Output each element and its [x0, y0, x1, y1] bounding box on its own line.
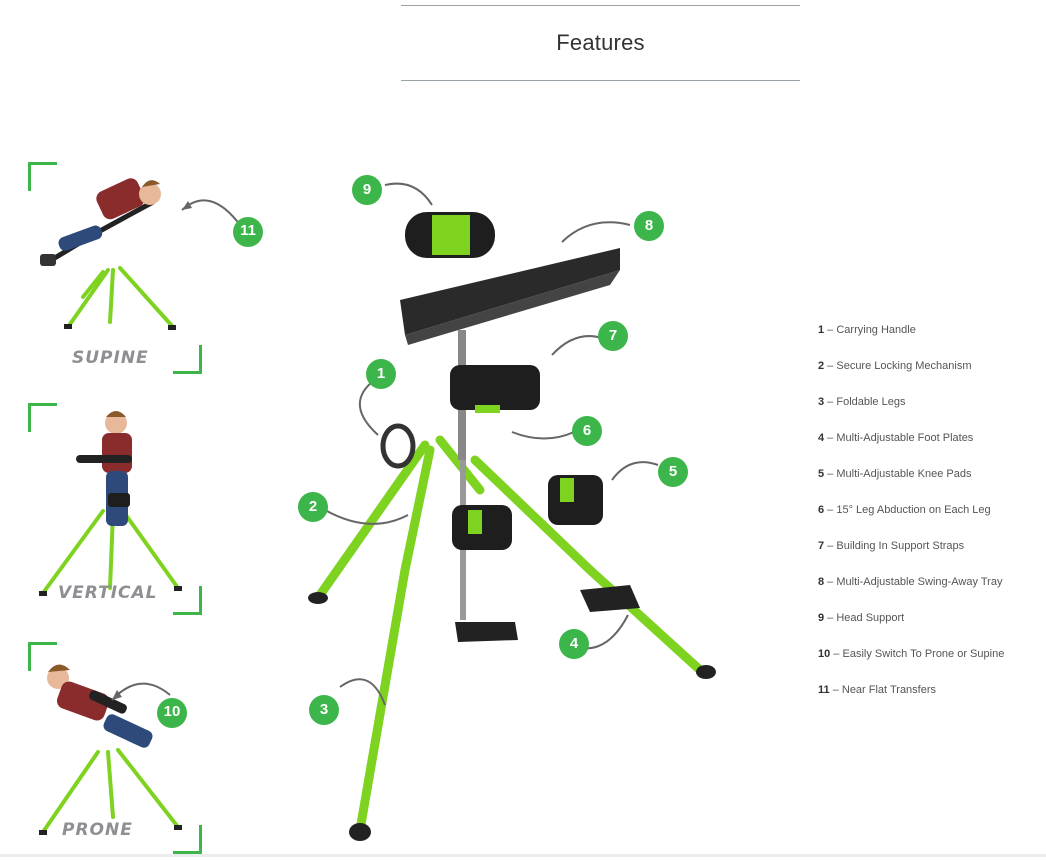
legend-number: 2	[818, 360, 825, 372]
legend-item: 9 – Head Support	[818, 612, 905, 624]
legend-text: Secure Locking Mechanism	[836, 360, 972, 372]
callout-badge-9: 9	[362, 181, 372, 198]
frame-corner	[28, 162, 57, 191]
frame-corner	[173, 586, 202, 615]
legend-text: 15° Leg Abduction on Each Leg	[836, 504, 991, 516]
legend-text: Multi-Adjustable Knee Pads	[836, 468, 972, 480]
legend-text: Multi-Adjustable Swing-Away Tray	[836, 576, 1003, 588]
pose-panel-vertical: VERTICAL	[28, 403, 202, 615]
pose-panel-supine: SUPINE	[28, 162, 202, 374]
legend-number: 6	[818, 504, 825, 516]
prone-illustration	[39, 664, 182, 835]
legend-number: 7	[818, 540, 825, 552]
callout-badge-11: 11	[240, 222, 256, 239]
legend-item: 6 – 15° Leg Abduction on Each Leg	[818, 504, 991, 516]
feature-legend: 1 – Carrying Handle 2 – Secure Locking M…	[818, 322, 1004, 718]
legend-item: 5 – Multi-Adjustable Knee Pads	[818, 468, 972, 480]
frame-corner	[28, 403, 57, 432]
frame-corner	[173, 825, 202, 854]
callout-badge-4: 4	[569, 635, 579, 652]
pose-label-vertical: VERTICAL	[58, 583, 158, 603]
legend-text: Easily Switch To Prone or Supine	[842, 648, 1005, 660]
vertical-illustration	[39, 411, 182, 596]
legend-text: Near Flat Transfers	[841, 684, 937, 696]
callout-badge-2: 2	[308, 498, 318, 515]
pose-label-prone: PRONE	[62, 820, 133, 840]
legend-text: Head Support	[836, 612, 905, 624]
title-rule-bottom	[401, 80, 800, 81]
legend-item: 11 – Near Flat Transfers	[818, 684, 937, 696]
legend-number: 1	[818, 324, 825, 336]
callout-11-arrow	[181, 199, 263, 247]
title-rule-top	[401, 5, 800, 6]
legend-item: 3 – Foldable Legs	[818, 396, 906, 408]
legend-item: 1 – Carrying Handle	[818, 324, 916, 336]
bottom-divider	[0, 854, 1046, 857]
page-title: Features	[556, 30, 645, 55]
callout-badge-10: 10	[163, 703, 181, 720]
supine-illustration	[40, 178, 176, 330]
frame-corner	[28, 642, 57, 671]
legend-number: 3	[818, 396, 825, 408]
legend-text: Building In Support Straps	[836, 540, 965, 552]
callout-badge-8: 8	[644, 217, 654, 234]
stander-product-illustration	[298, 175, 716, 841]
legend-text: Carrying Handle	[836, 324, 916, 336]
pose-label-supine: SUPINE	[72, 348, 149, 368]
legend-number: 11	[818, 684, 830, 696]
legend-item: 7 – Building In Support Straps	[818, 540, 965, 552]
legend-item: 2 – Secure Locking Mechanism	[818, 360, 972, 372]
legend-text: Multi-Adjustable Foot Plates	[836, 432, 974, 444]
legend-item: 10 – Easily Switch To Prone or Supine	[818, 648, 1005, 660]
legend-number: 9	[818, 612, 825, 624]
legend-number: 8	[818, 576, 825, 588]
legend-item: 8 – Multi-Adjustable Swing-Away Tray	[818, 576, 1003, 588]
legend-item: 4 – Multi-Adjustable Foot Plates	[818, 432, 974, 444]
frame-corner	[173, 345, 202, 374]
callout-badge-7: 7	[608, 327, 618, 344]
legend-number: 4	[818, 432, 825, 444]
legend-number: 10	[818, 648, 831, 660]
callout-badge-6: 6	[582, 422, 592, 439]
legend-text: Foldable Legs	[836, 396, 906, 408]
callout-badge-1: 1	[376, 365, 386, 382]
callout-badge-5: 5	[668, 463, 678, 480]
callout-10-arrow	[111, 682, 187, 728]
legend-number: 5	[818, 468, 825, 480]
pose-panel-prone: PRONE	[28, 642, 202, 854]
callout-badge-3: 3	[319, 701, 329, 718]
